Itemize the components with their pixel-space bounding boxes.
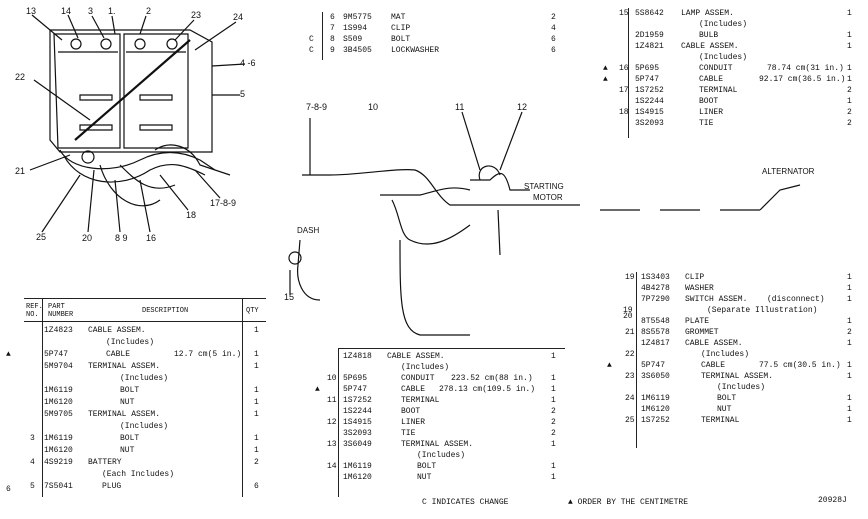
table-row: (Includes) [120, 374, 169, 383]
callout-11: 11 [455, 102, 465, 112]
ref-20: 20 [623, 312, 633, 321]
callout-24: 24 [233, 12, 244, 22]
callout-17-8-9: 17-8-9 [210, 198, 237, 208]
drawing-number: 20928J [818, 496, 847, 505]
callout-8-9: 8 9 [115, 233, 128, 243]
label-motor: MOTOR [533, 193, 563, 202]
order-note: ▲ ORDER BY THE CENTIMETRE [568, 498, 689, 507]
callout-16: 16 [146, 233, 157, 243]
callout-13: 13 [26, 6, 37, 16]
callout-25: 25 [36, 232, 47, 242]
change-note: C INDICATES CHANGE [422, 498, 509, 507]
callout-7-8-9: 7-8-9 [306, 102, 328, 112]
table-row: (Includes) [699, 20, 748, 29]
callout-14: 14 [61, 6, 72, 16]
callout-1: 1. [108, 6, 116, 16]
table-row: 6 9M5775 MAT 2 [330, 13, 556, 22]
table-row: (Each Includes) [102, 470, 175, 479]
callout-20: 20 [82, 233, 93, 243]
table-row: (Includes) [106, 338, 155, 347]
header-part: PART NUMBER [48, 303, 74, 319]
table-row: (Includes) [417, 451, 466, 460]
callout-5: 5 [240, 89, 246, 99]
header-ref: REF. NO. [26, 303, 43, 319]
callout-12: 12 [517, 102, 528, 112]
callout-2: 2 [146, 6, 152, 16]
parts-table-top-middle: 6 9M5775 MAT 2 7 1S994 CLIP 4 C 8 S509 B… [309, 12, 563, 60]
callout-3: 3 [88, 6, 94, 16]
header-qty: QTY [246, 307, 259, 315]
label-starting: STARTING [524, 182, 564, 191]
table-row: (Includes) [717, 383, 766, 392]
parts-table-left: REF. NO. PART NUMBER DESCRIPTION QTY 6 1… [6, 298, 266, 499]
callout-4-6: 4 -6 [240, 58, 256, 68]
callout-23: 23 [191, 10, 202, 20]
table-row: C 9 3B4505 LOCKWASHER 6 [309, 46, 556, 55]
table-row: 22(Includes) [625, 350, 750, 359]
callout-15: 15 [284, 292, 295, 302]
callout-10: 10 [368, 102, 379, 112]
table-row: (Includes) [401, 363, 450, 372]
callout-22: 22 [15, 72, 26, 82]
header-description: DESCRIPTION [142, 307, 189, 315]
table-row: C 8 S509 BOLT 6 [309, 35, 556, 44]
callout-21: 21 [15, 166, 26, 176]
table-row: 7 1S994 CLIP 4 [330, 24, 556, 33]
table-row: (Includes) [120, 422, 169, 431]
label-dash: DASH [297, 226, 320, 235]
label-alternator: ALTERNATOR [762, 167, 815, 176]
table-row: (Includes) [699, 53, 748, 62]
callout-18: 18 [186, 210, 197, 220]
